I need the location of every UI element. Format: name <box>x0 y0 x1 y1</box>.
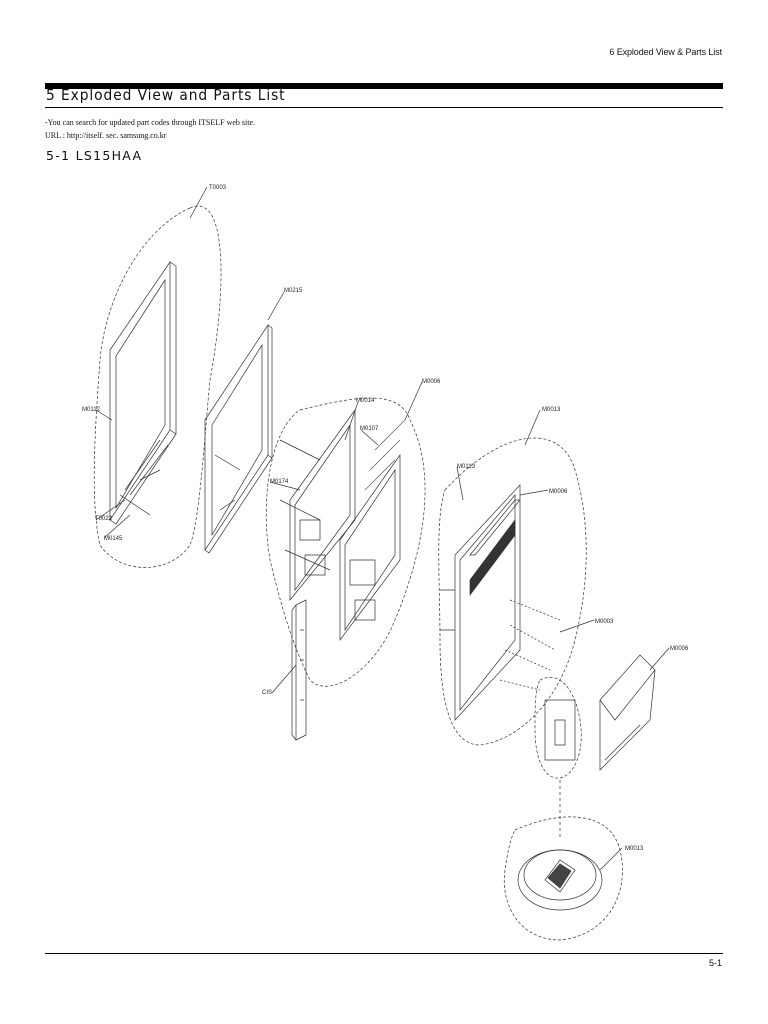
lcd-panel-part <box>204 323 273 554</box>
footer-rule <box>45 953 723 954</box>
callout-m0006-stand: M0006 <box>670 646 689 652</box>
callout-m0107: M0107 <box>360 426 379 432</box>
base-part <box>517 849 603 911</box>
section-title: 5-1 LS15HAA <box>46 148 143 163</box>
callout-m0013-base: M0013 <box>625 846 644 852</box>
page-title: 5 Exploded View and Parts List <box>46 86 286 104</box>
running-header: 6 Exploded View & Parts List <box>609 47 722 57</box>
header-thick-rule <box>45 83 723 89</box>
callout-m0112: M0112 <box>82 407 101 413</box>
callout-m0113: M0113 <box>457 464 476 470</box>
stand-group-outline <box>534 677 582 779</box>
callout-m0215: M0215 <box>284 288 303 294</box>
callout-m0145: M0145 <box>104 536 123 542</box>
front-bezel-group-outline <box>93 205 222 568</box>
pcb-group-outline <box>265 397 426 687</box>
main-board-part <box>279 408 406 642</box>
page-number: 5-1 <box>708 958 722 968</box>
search-note: -You can search for updated part codes t… <box>45 118 256 127</box>
callout-m0006-right: M0006 <box>549 489 568 495</box>
base-group-outline <box>503 816 623 941</box>
rear-cover-group-outline <box>438 437 587 746</box>
url-note: URL : http://itself. sec. samsung.co.kr <box>45 131 167 140</box>
callout-t0003: T0003 <box>209 185 227 191</box>
callout-m0006-top: M0006 <box>422 379 441 385</box>
callout-m0014: M0014 <box>356 398 375 404</box>
callout-cis: CIS <box>262 690 272 696</box>
callout-m0003: M0003 <box>595 619 614 625</box>
callout-m0174: M0174 <box>270 479 289 485</box>
cis-bracket-part <box>291 599 307 741</box>
front-bezel-part <box>109 260 177 525</box>
rear-cover-part <box>440 484 561 721</box>
callout-t0022: T0022 <box>95 516 113 522</box>
callout-m0013-top: M0013 <box>542 407 561 413</box>
header-thin-rule <box>45 107 723 108</box>
stand-bracket-part <box>544 654 656 840</box>
